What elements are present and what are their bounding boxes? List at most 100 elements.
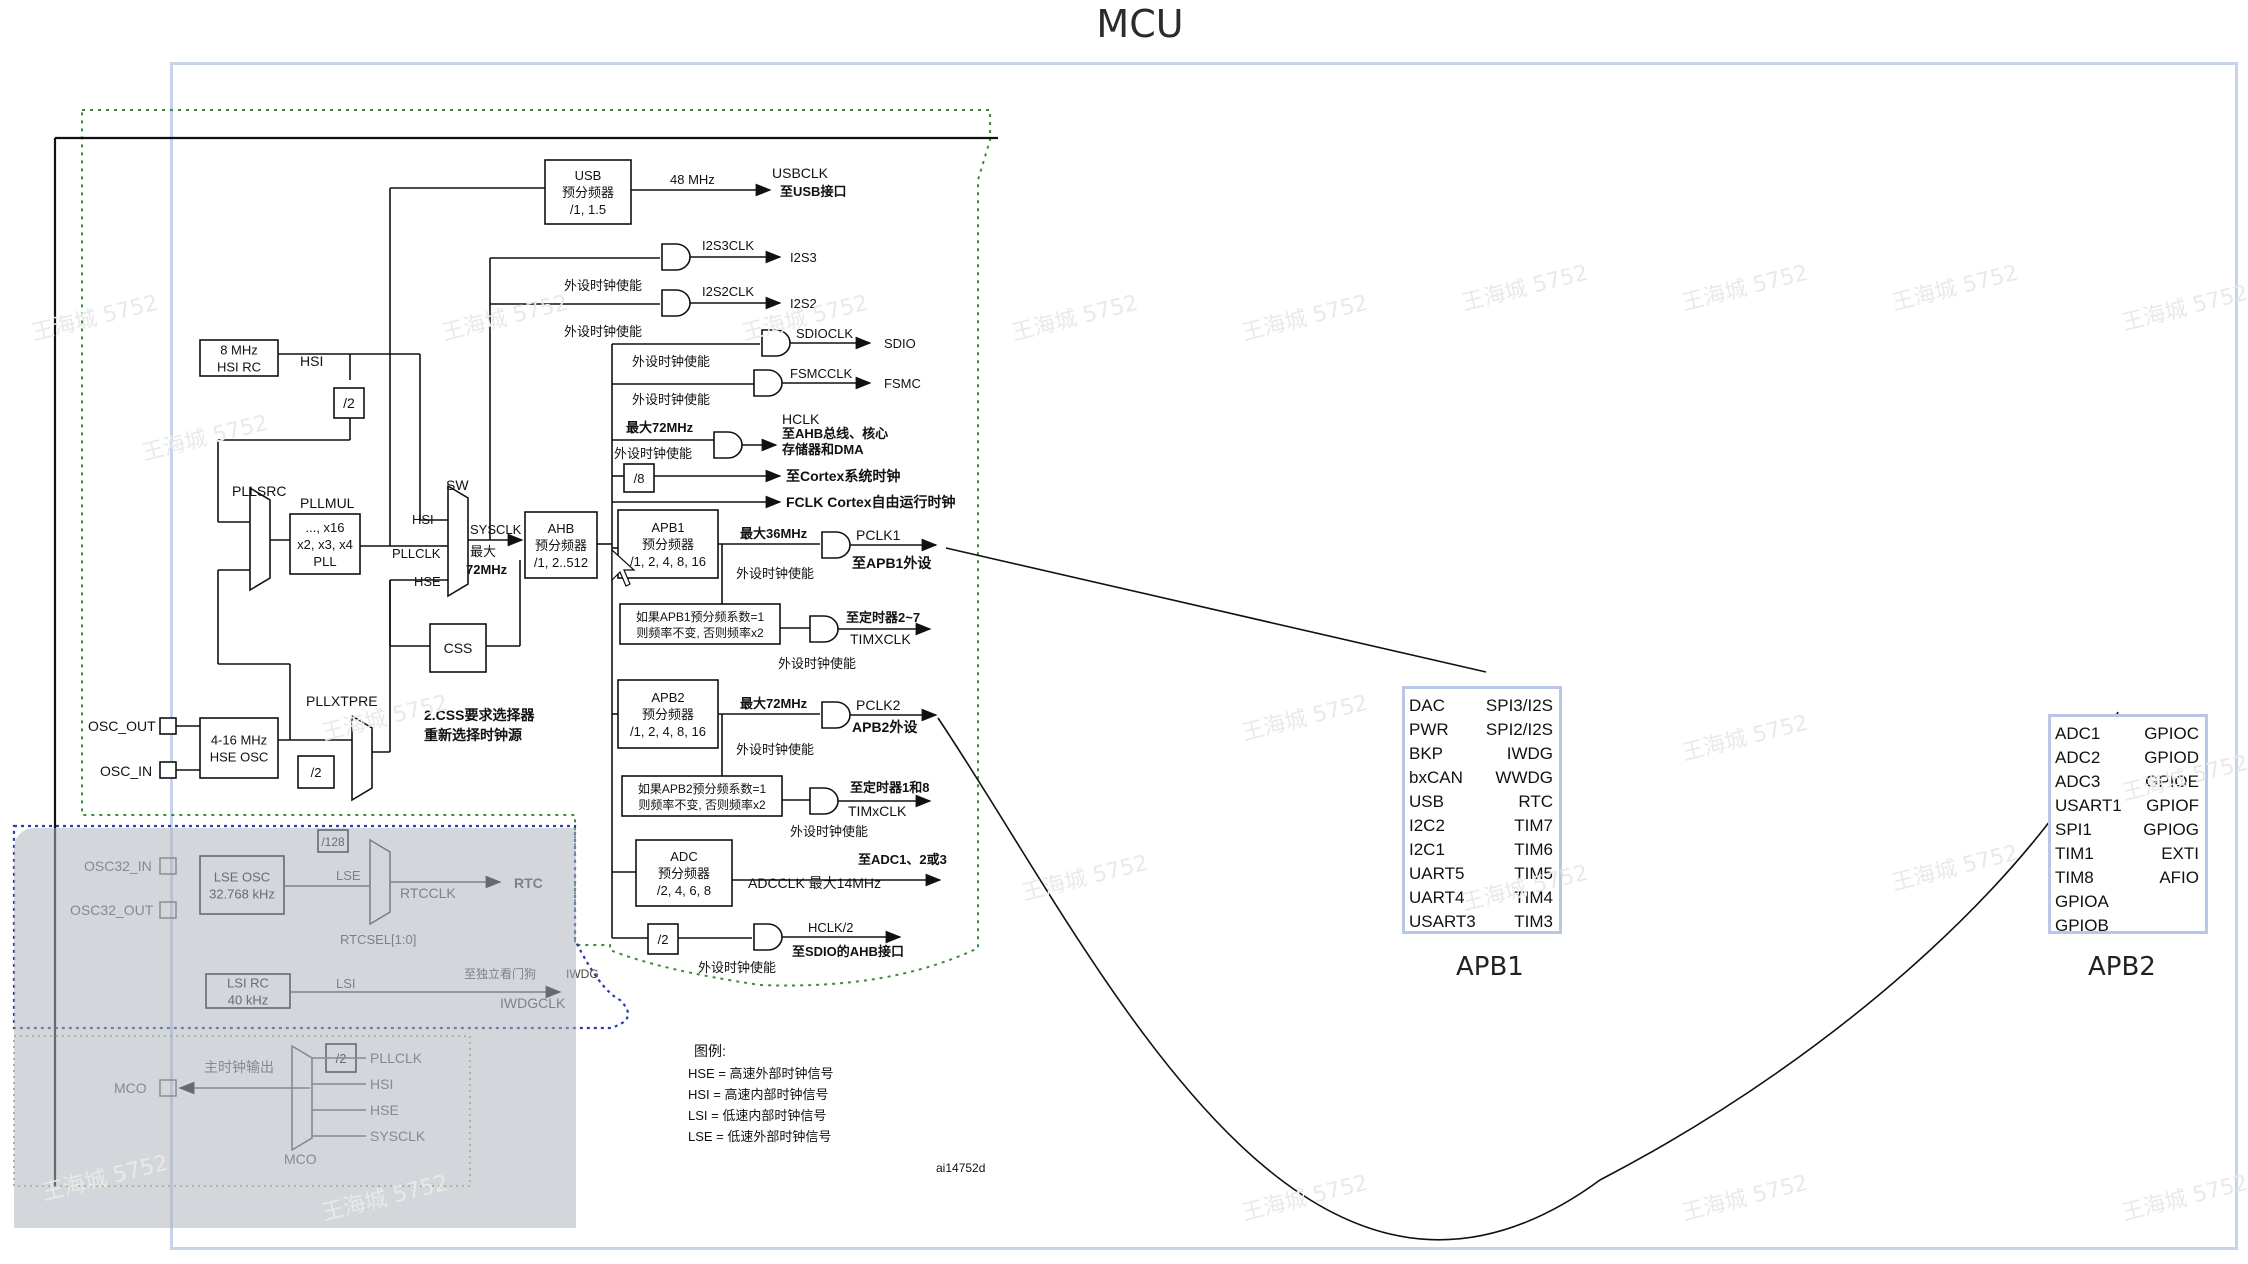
apb1-timer-multiplier-block xyxy=(619,603,781,645)
div8-block-text: /8 xyxy=(634,471,645,486)
hsi-div2-block xyxy=(333,387,365,419)
apb1-peripheral-item: UART4 xyxy=(1409,888,1465,907)
apb1-peripheral-item: I2C2 xyxy=(1409,816,1445,835)
apb2-timer-multiplier-block-text: 如果APB2预分频系数=1 xyxy=(638,781,767,796)
apb2-label: APB2 xyxy=(2088,952,2156,982)
apb2-peripheral-item: TIM1 xyxy=(2055,844,2094,863)
diagram-label: I2S3CLK xyxy=(702,238,754,253)
diagram-label: 图例: xyxy=(694,1043,726,1059)
diagram-label: I2S2 xyxy=(790,296,817,311)
pclk1-to-apb1-connector xyxy=(945,547,1487,673)
hsi-rc-block-text: HSI RC xyxy=(217,360,261,375)
css-block-text: CSS xyxy=(444,640,473,656)
timx-gate xyxy=(809,615,839,643)
apb2-peripheral-item: GPIOF xyxy=(2146,796,2199,815)
pclk2-gate xyxy=(821,701,851,729)
pllxtpre-div2-block-text: /2 xyxy=(311,765,322,780)
apb2-prescaler-block-text: /1, 2, 4, 8, 16 xyxy=(630,724,706,739)
pclk2-to-apb2-connector xyxy=(937,711,2119,1241)
diagram-label: I2S2CLK xyxy=(702,284,754,299)
apb2-peripheral-item: AFIO xyxy=(2159,868,2199,887)
diagram-label: LSI = 低速内部时钟信号 xyxy=(688,1108,826,1123)
hsi-div2-block-text: /2 xyxy=(343,395,355,411)
mcu-frame xyxy=(170,62,2238,1250)
apb2-timer-multiplier-block-text: 则频率不变, 否则频率x2 xyxy=(638,797,766,812)
diagram-label: 至ADC1、2或3 xyxy=(858,852,947,867)
diagram-label: 外设时钟使能 xyxy=(698,960,776,975)
apb1-peripheral-item: bxCAN xyxy=(1409,768,1463,787)
pllsrc-mux xyxy=(249,486,271,592)
diagram-label: PCLK1 xyxy=(856,527,901,543)
apb2-peripheral-item: SPI1 xyxy=(2055,820,2092,839)
div2-sdio-block-text: /2 xyxy=(658,932,669,947)
diagram-label: 最大72MHz xyxy=(740,696,808,711)
diagram-label: SW xyxy=(446,477,469,493)
diagram-label: 外设时钟使能 xyxy=(736,566,814,581)
hsi-rc-block xyxy=(199,339,279,377)
diagram-label: TIMxCLK xyxy=(848,803,907,819)
apb2-peripheral-item: USART1 xyxy=(2055,796,2122,815)
apb2-prescaler-block xyxy=(617,679,719,749)
usb-prescaler-block-text: /1, 1.5 xyxy=(570,202,606,217)
apb1-prescaler-block xyxy=(617,509,719,579)
diagram-label: OSC_OUT xyxy=(88,718,156,734)
apb2-prescaler-block-text: 预分频器 xyxy=(642,707,694,722)
osc-out-pin xyxy=(159,717,177,735)
mouse-cursor-icon xyxy=(611,548,636,587)
diagram-label: HSE = 高速外部时钟信号 xyxy=(688,1066,834,1081)
hse-osc-block xyxy=(199,717,279,779)
apb1-peripheral-item: USB xyxy=(1409,792,1444,811)
diagram-label: PLLMUL xyxy=(300,495,355,511)
page-title: MCU xyxy=(1096,2,1184,46)
adc-prescaler-block xyxy=(635,839,733,907)
diagram-label: ai14752d xyxy=(936,1161,985,1175)
css-block xyxy=(429,623,487,673)
div2-sdio-block xyxy=(647,923,679,955)
diagram-label: 至SDIO的AHB接口 xyxy=(792,944,904,959)
diagram-label: HCLK xyxy=(782,411,820,427)
apb1-peripheral-item: UART5 xyxy=(1409,864,1465,883)
diagram-label: PLLXTPRE xyxy=(306,693,378,709)
apb1-peripheral-item: WWDG xyxy=(1495,768,1553,787)
pll-block-text: x2, x3, x4 xyxy=(297,537,353,552)
usb-prescaler-block xyxy=(544,159,632,225)
hse-osc-block-text: 4-16 MHz xyxy=(211,733,267,748)
pllxtpre-mux xyxy=(351,714,373,802)
diagram-label: SDIOCLK xyxy=(796,326,853,341)
apb1-peripheral-item: USART3 xyxy=(1409,912,1476,931)
apb2-peripheral-item: GPIOA xyxy=(2055,892,2109,911)
hse-osc-block-text: HSE OSC xyxy=(210,750,269,765)
apb1-peripheral-item: SPI3/I2S xyxy=(1485,696,1553,715)
diagram-label: OSC_IN xyxy=(100,763,152,779)
ahb-prescaler-block-text: /1, 2..512 xyxy=(534,555,588,570)
diagram-label: ADCCLK 最大14MHz xyxy=(748,875,881,891)
timx2-gate xyxy=(809,787,839,815)
diagram-label: FCLK Cortex自由运行时钟 xyxy=(786,494,956,510)
diagram-label: TIMXCLK xyxy=(850,631,911,647)
pll-block-text: ..., x16 xyxy=(305,520,344,535)
pclk1-gate xyxy=(821,531,851,559)
apb1-prescaler-block-text: /1, 2, 4, 8, 16 xyxy=(630,554,706,569)
hclk-gate xyxy=(713,431,743,459)
diagram-label: 至定时器2~7 xyxy=(846,610,920,625)
pll-block-text: PLL xyxy=(313,554,336,569)
diagram-label: 至AHB总线、核心 xyxy=(782,426,888,441)
diagram-label: 48 MHz xyxy=(670,172,715,187)
diagram-label: 外设时钟使能 xyxy=(564,324,642,339)
apb1-timer-multiplier-block-text: 如果APB1预分频系数=1 xyxy=(636,609,765,624)
diagram-label: 最大 xyxy=(470,544,496,559)
diagram-label: HSI xyxy=(412,512,434,527)
diagram-label: FSMC xyxy=(884,376,921,391)
diagram-label: 至Cortex系统时钟 xyxy=(786,468,900,484)
diagram-label: 外设时钟使能 xyxy=(778,656,856,671)
usb-prescaler-block-text: USB xyxy=(575,168,602,183)
usb-prescaler-block-text: 预分频器 xyxy=(562,185,614,200)
diagram-label: FSMCCLK xyxy=(790,366,852,381)
apb2-peripheral-item: ADC1 xyxy=(2055,724,2101,743)
pllxtpre-div2-block xyxy=(297,755,335,789)
